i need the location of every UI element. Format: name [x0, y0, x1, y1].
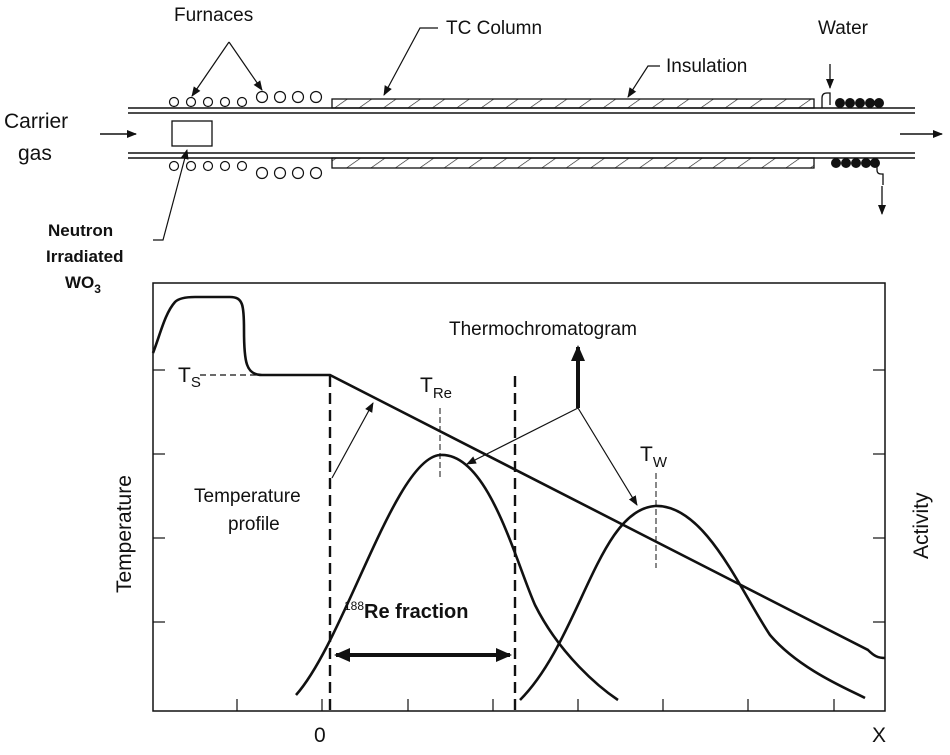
furnaces-label: Furnaces: [174, 5, 253, 26]
sample-pointer: [153, 149, 189, 241]
furnaces-pointer-left: [191, 41, 230, 97]
tc-column-bottom: [331, 157, 815, 169]
water-cooling-coils-bottom: [831, 158, 880, 168]
furnaces-pointer-right: [228, 41, 263, 91]
re-activity-peak: [295, 453, 619, 702]
water-inlet-pipe: [821, 92, 831, 108]
sample-label-wo3: WO3: [65, 273, 101, 296]
water-cooling-coils-top: [835, 98, 884, 108]
tc-column-top: [331, 98, 815, 109]
thermo-pointer-w: [577, 407, 638, 506]
ts-label: TS: [178, 364, 201, 391]
carrier-label: Carrier: [4, 110, 68, 133]
thermochromatogram-plot: TS TRe TW Thermochromatogram Temperature…: [113, 282, 933, 747]
plot-frame: [152, 282, 886, 712]
x-end-label: X: [872, 724, 886, 747]
thermo-pointer-re: [466, 407, 579, 465]
re-fraction-label: 188Re fraction: [344, 599, 469, 623]
gas-label: gas: [18, 142, 52, 165]
tw-label: TW: [640, 443, 668, 471]
temperature-profile-label-1: Temperature: [194, 486, 301, 507]
sample-boat: [171, 120, 213, 147]
y-axis-left-label: Temperature: [113, 475, 136, 593]
axis-ticks: [153, 369, 885, 711]
temp-profile-pointer: [331, 402, 374, 479]
furnace-coils-bottom: [168, 160, 323, 180]
insulation-pointer: [627, 65, 660, 98]
sample-label-neutron: Neutron: [48, 221, 113, 240]
temperature-profile-label-2: profile: [228, 514, 280, 535]
sample-label-irradiated: Irradiated: [46, 247, 123, 266]
water-outlet-pipe: [876, 158, 884, 185]
insulation-label: Insulation: [666, 56, 747, 77]
x-origin-label: 0: [314, 724, 326, 747]
apparatus: Furnaces TC Column Water Insulation Carr…: [4, 5, 943, 296]
tc-column-pointer: [383, 27, 438, 96]
tc-column-label: TC Column: [446, 18, 542, 39]
temperature-profile-curve: [151, 295, 886, 660]
y-axis-right-label: Activity: [910, 492, 933, 559]
tre-label: TRe: [420, 374, 452, 402]
furnace-coils-top: [168, 90, 323, 108]
w-activity-peak: [519, 504, 866, 701]
water-label: Water: [818, 18, 869, 39]
thermochromatogram-label: Thermochromatogram: [449, 319, 637, 340]
